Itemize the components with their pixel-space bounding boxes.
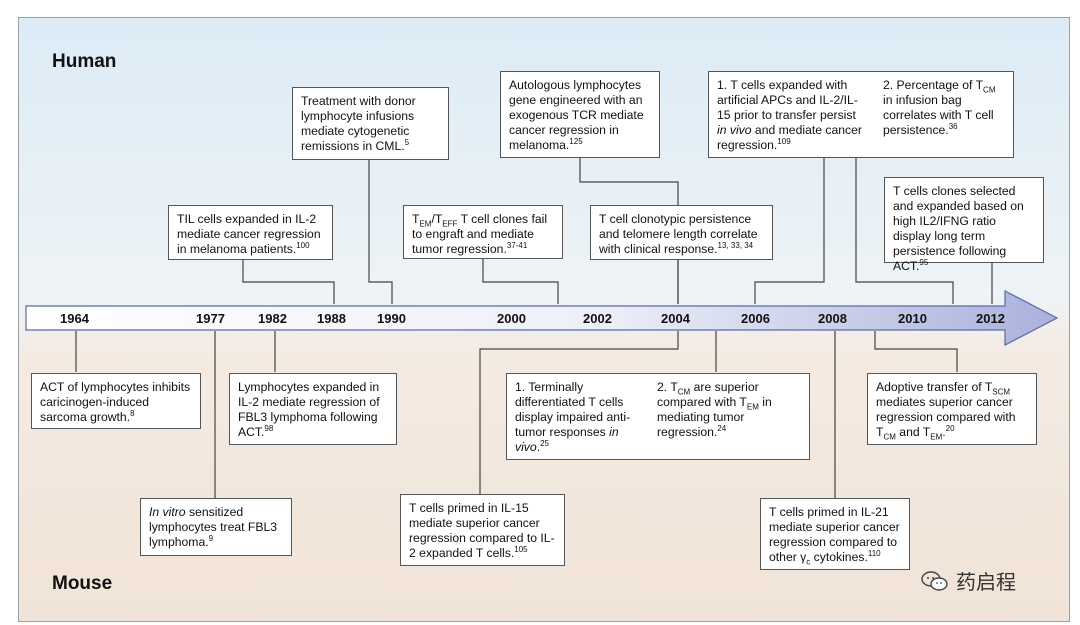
event-box-tscm-transfer: Adoptive transfer of TSCM mediates super…: [867, 373, 1037, 445]
event-box-il2-fbl3: Lymphocytes expanded in IL-2 mediate reg…: [229, 373, 397, 445]
event-text: T cell clonotypic persistence and telome…: [599, 212, 758, 256]
event-box-il21-primed: T cells primed in IL-21 mediate superior…: [760, 498, 910, 570]
event-text: TEM/TEFF T cell clones fail to engraft a…: [412, 212, 548, 256]
event-box-clonotypic-persistence: T cell clonotypic persistence and telome…: [590, 205, 773, 260]
watermark-text: 药启程: [956, 572, 1016, 594]
event-text: 2. Percentage of TCM in infusion bag cor…: [883, 78, 996, 137]
year-1990: 1990: [377, 311, 406, 326]
event-box-act-sarcoma: ACT of lymphocytes inhibits caricinogen-…: [31, 373, 201, 429]
event-text: 1. Terminally differentiated T cells dis…: [515, 380, 631, 454]
event-text: T cells clones selected and expanded bas…: [893, 184, 1024, 273]
event-box-in-vitro-fbl3: In vitro sensitized lymphocytes treat FB…: [140, 498, 292, 556]
year-1964: 1964: [60, 311, 89, 326]
event-text: Adoptive transfer of TSCM mediates super…: [876, 380, 1016, 442]
year-2002: 2002: [583, 311, 612, 326]
event-box-aapc-and-tcm: 1. T cells expanded with artificial APCs…: [708, 71, 1014, 158]
event-text: Treatment with donor lymphocyte infusion…: [301, 94, 416, 153]
event-box-tem-teff-clones: TEM/TEFF T cell clones fail to engraft a…: [403, 205, 563, 259]
event-box-il15-primed: T cells primed in IL-15 mediate superior…: [400, 494, 565, 566]
wechat-icon: [921, 570, 948, 591]
year-2008: 2008: [818, 311, 847, 326]
year-2000: 2000: [497, 311, 526, 326]
event-box-til-il2: TIL cells expanded in IL-2 mediate cance…: [168, 205, 333, 260]
year-1988: 1988: [317, 311, 346, 326]
event-box-terminal-differentiation-tcm: 1. Terminally differentiated T cells dis…: [506, 373, 810, 460]
mouse-label: Mouse: [52, 573, 113, 594]
year-1977: 1977: [196, 311, 225, 326]
event-text: Lymphocytes expanded in IL-2 mediate reg…: [238, 380, 380, 439]
event-box-il2-ifng-ratio: T cells clones selected and expanded bas…: [884, 177, 1044, 273]
event-text: Autologous lymphocytes gene engineered w…: [509, 78, 644, 152]
event-text: TIL cells expanded in IL-2 mediate cance…: [177, 212, 321, 256]
event-text: In vitro sensitized lymphocytes treat FB…: [149, 505, 278, 549]
year-2006: 2006: [741, 311, 770, 326]
year-2010: 2010: [898, 311, 927, 326]
event-text: T cells primed in IL-15 mediate superior…: [409, 501, 555, 560]
event-box-tcr-engineered: Autologous lymphocytes gene engineered w…: [500, 71, 660, 158]
event-text: ACT of lymphocytes inhibits caricinogen-…: [40, 380, 191, 424]
event-text: T cells primed in IL-21 mediate superior…: [769, 505, 900, 567]
year-2004: 2004: [661, 311, 690, 326]
event-text: 1. T cells expanded with artificial APCs…: [717, 78, 862, 152]
year-1982: 1982: [258, 311, 287, 326]
event-box-donor-lymphocyte: Treatment with donor lymphocyte infusion…: [292, 87, 449, 160]
event-text: 2. TCM are superior compared with TEM in…: [657, 380, 772, 439]
year-2012: 2012: [976, 311, 1005, 326]
human-label: Human: [52, 51, 117, 72]
watermark: 药启程: [920, 566, 1016, 595]
